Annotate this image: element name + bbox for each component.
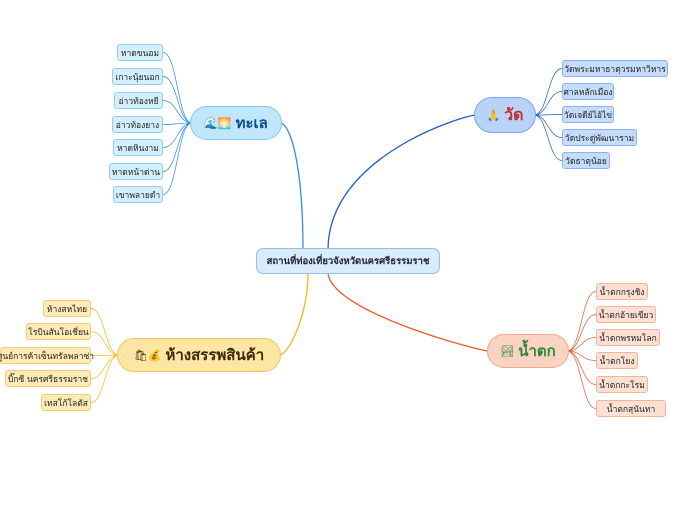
- leaf-temple-2[interactable]: วัดเจดีย์ไอ้ไข่: [562, 106, 614, 123]
- link-fall-leaf-1: [566, 314, 597, 352]
- waterfall-icon: 🏞: [500, 344, 515, 358]
- leaf-temple-4[interactable]: วัดธาตุน้อย: [562, 152, 610, 169]
- link-temple-leaf-3: [533, 114, 563, 138]
- branch-temple[interactable]: 🙏 วัด: [474, 97, 536, 133]
- leaf-mall-0[interactable]: ห้างสหไทย: [43, 300, 91, 317]
- link-temple-leaf-4: [533, 114, 563, 161]
- wave-sunset-icon: 🌊🌅: [204, 116, 232, 130]
- branch-sea[interactable]: 🌊🌅 ทะเล: [190, 106, 282, 140]
- leaf-mall-4[interactable]: เทสโก้โลตัส: [41, 394, 91, 411]
- link-mall-leaf-0: [90, 308, 120, 356]
- link-center-fall: [327, 271, 490, 352]
- leaf-sea-6[interactable]: เขาพลายดำ: [113, 186, 163, 203]
- link-mall-leaf-4: [90, 354, 120, 403]
- leaf-sea-2[interactable]: อ่าวท้องหยี: [114, 92, 163, 109]
- leaf-mall-3[interactable]: บิ๊กซี นครศรีธรรมราช: [5, 370, 91, 387]
- leaf-sea-5[interactable]: หาดหน้าด่าน: [109, 163, 163, 180]
- branch-sea-label: ทะเล: [235, 114, 268, 132]
- shopping-money-icon: 🛍💰: [133, 348, 162, 362]
- leaf-fall-3[interactable]: น้ำตกโยง: [596, 352, 638, 369]
- leaf-fall-4[interactable]: น้ำตกกะโรม: [596, 376, 648, 393]
- link-temple-leaf-2: [533, 114, 563, 116]
- link-fall-leaf-0: [566, 291, 597, 352]
- link-sea-leaf-4: [162, 122, 193, 148]
- leaf-fall-1[interactable]: น้ำตกอ้ายเขียว: [596, 306, 656, 323]
- leaf-sea-0[interactable]: หาดขนอม: [117, 44, 163, 61]
- link-fall-leaf-2: [566, 337, 597, 352]
- link-sea-leaf-5: [162, 122, 193, 172]
- branch-waterfall-label: น้ำตก: [518, 342, 556, 360]
- link-sea-leaf-0: [162, 52, 193, 124]
- leaf-mall-2[interactable]: ศูนย์การค้าเซ็นทรัลพลาซ่า: [0, 347, 94, 364]
- link-temple-leaf-1: [533, 91, 563, 116]
- leaf-mall-1[interactable]: โรบินสันโอเชี่ยน: [26, 323, 91, 340]
- praying-monk-icon: 🙏: [486, 108, 501, 122]
- branch-temple-label: วัด: [504, 104, 524, 124]
- leaf-sea-1[interactable]: เกาะนุ้ยนอก: [112, 68, 163, 85]
- branch-mall-label: ห้างสรรพสินค้า: [165, 346, 265, 364]
- central-topic[interactable]: สถานที่ท่องเที่ยวจังหวัดนครศรีธรรมราช: [256, 248, 440, 274]
- link-center-temple: [327, 114, 477, 251]
- leaf-temple-3[interactable]: วัดประดู่พัฒนาราม: [562, 129, 637, 146]
- link-mall-leaf-2: [90, 354, 120, 356]
- leaf-temple-0[interactable]: วัดพระมหาธาตุวรมหาวิหาร: [562, 60, 668, 77]
- link-sea-leaf-1: [162, 76, 193, 124]
- link-center-mall: [278, 271, 309, 356]
- branch-mall[interactable]: 🛍💰 ห้างสรรพสินค้า: [117, 338, 281, 372]
- link-center-sea: [279, 122, 304, 251]
- branch-waterfall[interactable]: 🏞 น้ำตก: [487, 334, 569, 368]
- leaf-fall-2[interactable]: น้ำตกพรหมโลก: [596, 329, 660, 346]
- link-fall-leaf-5: [566, 350, 597, 409]
- leaf-temple-1[interactable]: ศาลหลักเมือง: [562, 83, 614, 100]
- leaf-sea-4[interactable]: หาดหินงาม: [113, 139, 163, 156]
- leaf-fall-5[interactable]: น้ำตกสุนันทา: [596, 400, 666, 417]
- link-mall-leaf-3: [90, 354, 120, 379]
- link-sea-leaf-6: [162, 122, 193, 195]
- leaf-sea-3[interactable]: อ่าวท้องยาง: [112, 116, 163, 133]
- link-sea-leaf-2: [162, 100, 193, 124]
- leaf-fall-0[interactable]: น้ำตกกรุงชิง: [596, 283, 648, 300]
- link-sea-leaf-3: [162, 122, 193, 125]
- link-temple-leaf-0: [533, 68, 563, 116]
- link-mall-leaf-1: [90, 331, 120, 356]
